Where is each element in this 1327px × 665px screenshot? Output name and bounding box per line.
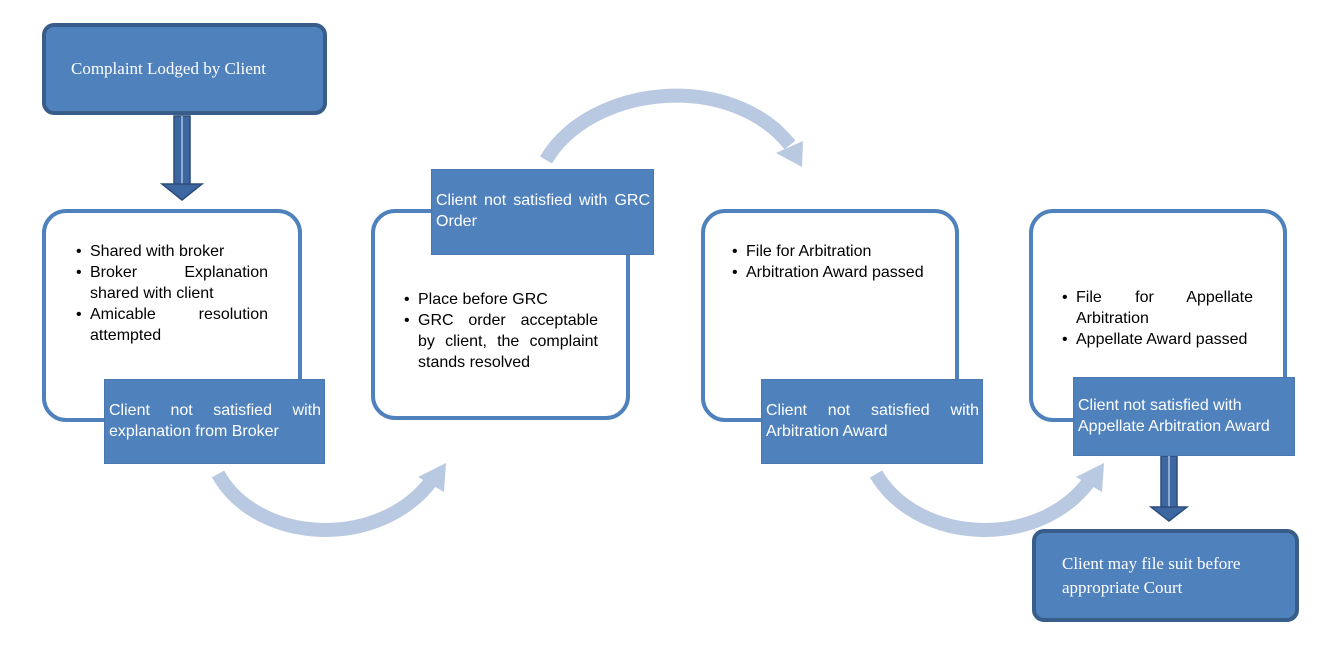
grc-escalation-box: Client not satisfied with GRC Order	[431, 169, 654, 255]
curved-arrow-arbitration-to-appellate	[869, 463, 1104, 537]
broker-escalation-label: Client not satisfied with explanation fr…	[109, 402, 321, 440]
court-suit-label: Client may file suit before appropriate …	[1062, 553, 1241, 597]
grc-bullet-resolved: GRC order acceptable by client, the comp…	[404, 310, 598, 373]
broker-bullet-shared: Shared with broker	[76, 241, 268, 262]
grc-escalation-label: Client not satisfied with GRC Order	[436, 192, 650, 230]
broker-stage-bullets: Shared with broker Broker Explanation sh…	[76, 241, 268, 346]
appellate-escalation-label: Client not satisfied with Appellate Arbi…	[1078, 397, 1270, 435]
curved-arrow-grc-to-arbitration	[539, 88, 803, 167]
complaint-lodged-label: Complaint Lodged by Client	[71, 59, 267, 78]
appellate-bullet-award: Appellate Award passed	[1062, 329, 1253, 350]
down-arrow-appellate-to-court	[1148, 455, 1190, 522]
arbitration-bullet-file: File for Arbitration	[732, 241, 925, 262]
grc-stage-bullets: Place before GRC GRC order acceptable by…	[404, 289, 598, 373]
arbitration-escalation-label: Client not satisfied with Arbitration Aw…	[766, 402, 979, 440]
arbitration-stage-bullets: File for Arbitration Arbitration Award p…	[732, 241, 925, 283]
curved-arrow-broker-to-grc	[211, 463, 446, 537]
down-arrow-start-to-broker	[159, 115, 205, 201]
appellate-stage-bullets: File for Appellate Arbitration Appellate…	[1062, 287, 1253, 350]
arbitration-bullet-award: Arbitration Award passed	[732, 262, 925, 283]
complaint-lodged-box: Complaint Lodged by Client	[42, 23, 327, 115]
court-suit-box: Client may file suit before appropriate …	[1032, 529, 1299, 622]
broker-bullet-amicable: Amicable resolution attempted	[76, 304, 268, 346]
arbitration-escalation-box: Client not satisfied with Arbitration Aw…	[761, 379, 983, 464]
appellate-bullet-file: File for Appellate Arbitration	[1062, 287, 1253, 329]
broker-escalation-box: Client not satisfied with explanation fr…	[104, 379, 325, 464]
grc-bullet-place: Place before GRC	[404, 289, 598, 310]
broker-bullet-explanation: Broker Explanation shared with client	[76, 262, 268, 304]
appellate-escalation-box: Client not satisfied with Appellate Arbi…	[1073, 377, 1295, 456]
